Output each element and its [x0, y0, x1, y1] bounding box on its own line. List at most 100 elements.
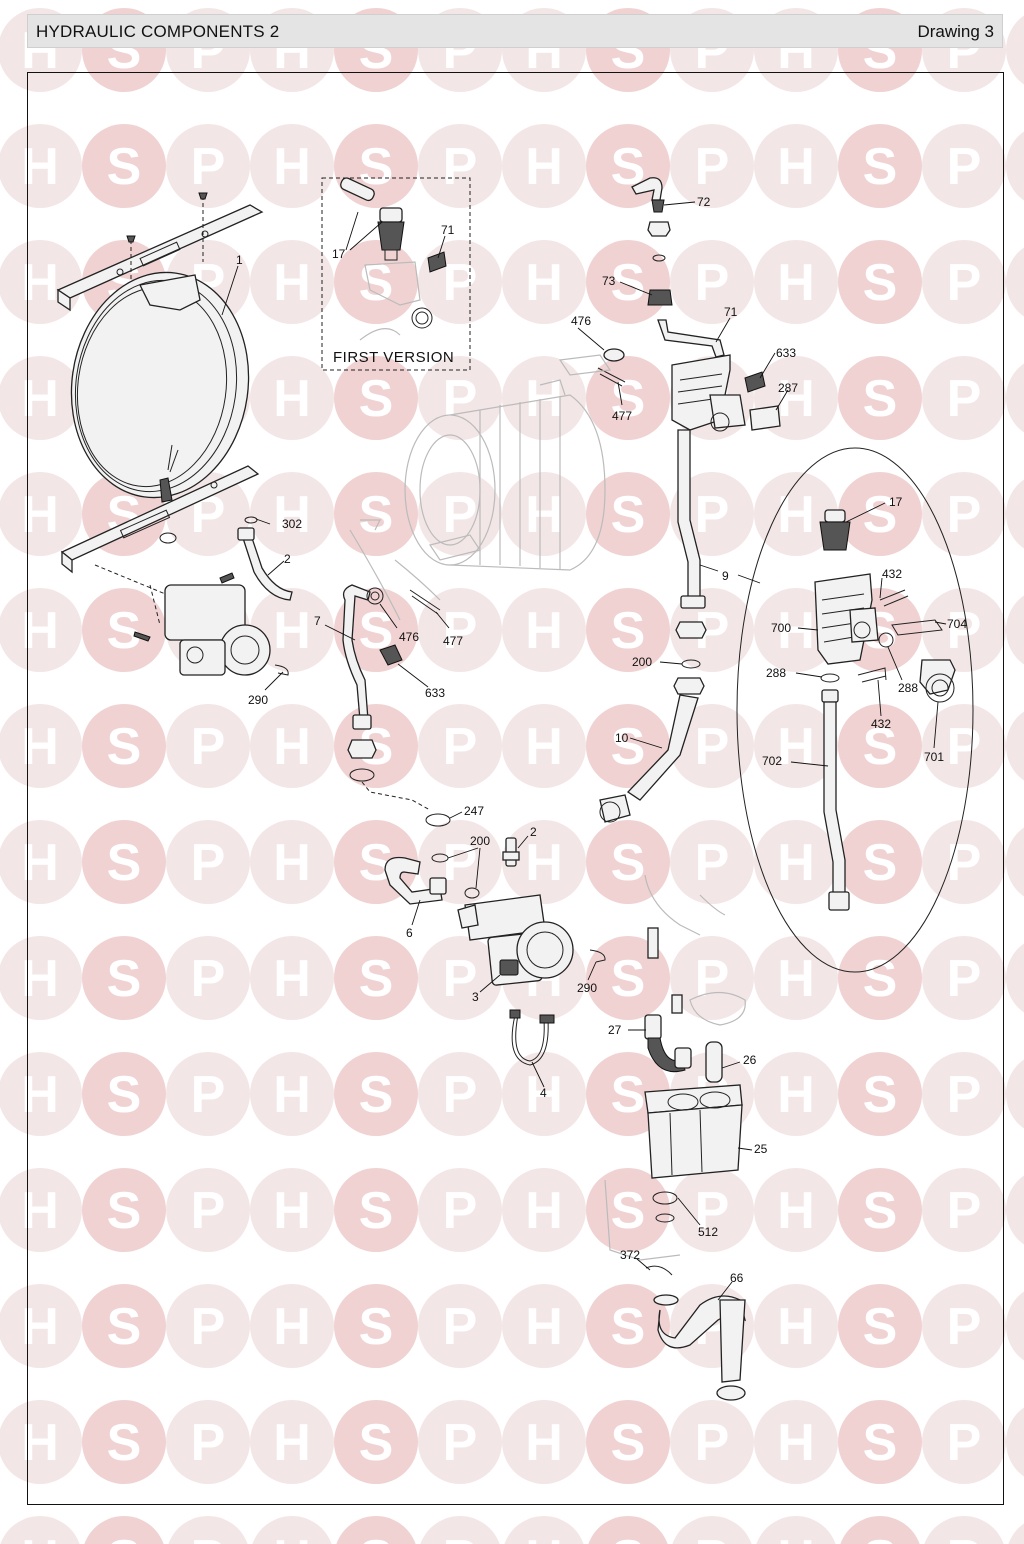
label-7: 7	[314, 614, 321, 628]
watermark-letter: H	[777, 1298, 815, 1356]
first-version-box	[321, 177, 471, 371]
watermark-letter: P	[695, 718, 730, 776]
watermark-letter: S	[107, 1298, 142, 1356]
watermark-circle	[754, 1284, 838, 1368]
watermark-circle	[82, 1400, 166, 1484]
label-17-detail: 17	[889, 495, 903, 509]
watermark-letter: P	[947, 1182, 982, 1240]
inset-clip-71	[427, 251, 447, 273]
connector-701	[919, 659, 956, 703]
watermark-circle	[754, 472, 838, 556]
watermark-circle	[166, 1284, 250, 1368]
watermark-circle	[418, 936, 502, 1020]
watermark-letter: S	[359, 486, 394, 544]
label-476-top: 476	[571, 314, 591, 328]
watermark-circle	[586, 356, 670, 440]
watermark-letter: S	[107, 138, 142, 196]
leader-lines	[221, 201, 947, 1301]
watermark-circle	[1006, 595, 1024, 665]
watermark-letter: S	[863, 1182, 898, 1240]
label-3: 3	[472, 990, 479, 1004]
watermark-circle	[838, 1284, 922, 1368]
dashed-guide-2	[149, 584, 161, 626]
watermark-letter: S	[359, 1066, 394, 1124]
inset-air-vent	[340, 177, 405, 261]
watermark-circle	[922, 704, 1006, 788]
watermark-letter: H	[273, 602, 311, 660]
watermark-letter: S	[611, 486, 646, 544]
watermark-circle	[166, 1168, 250, 1252]
label-10: 10	[615, 731, 629, 745]
washer-512-top	[652, 1191, 678, 1205]
pump-old-version	[164, 584, 271, 676]
page-title: HYDRAULIC COMPONENTS 2	[36, 22, 280, 41]
watermark-letter: S	[863, 370, 898, 428]
detail-ellipse	[736, 447, 974, 973]
watermark-circle	[922, 356, 1006, 440]
watermark-circle	[922, 240, 1006, 324]
watermark-letter: H	[273, 254, 311, 312]
watermark-circle	[82, 124, 166, 208]
heat-exchanger-ghost	[349, 379, 606, 621]
watermark-letter: H	[777, 718, 815, 776]
label-633-top: 633	[776, 346, 796, 360]
label-1: 1	[236, 253, 243, 267]
watermark-circle	[1006, 943, 1024, 1013]
watermark-letter: H	[777, 602, 815, 660]
watermark-circle	[418, 1168, 502, 1252]
watermark-circle	[922, 1052, 1006, 1136]
watermark-letter: S	[863, 1298, 898, 1356]
air-separator	[671, 354, 746, 432]
watermark-circle	[922, 1400, 1006, 1484]
watermark-circle	[502, 820, 586, 904]
watermark-circle	[1006, 1059, 1024, 1129]
watermark-circle	[250, 1284, 334, 1368]
watermark-circle	[502, 588, 586, 672]
nut-lower	[347, 739, 377, 759]
bracket-top	[56, 204, 264, 312]
washer-bracket	[159, 532, 177, 544]
clip-432-bottom	[857, 667, 887, 683]
label-512: 512	[698, 1225, 718, 1239]
watermark-letter: H	[777, 834, 815, 892]
hose-66	[653, 1294, 746, 1401]
watermark-circle	[166, 472, 250, 556]
watermark-circle	[0, 472, 82, 556]
watermark-letter: P	[695, 1182, 730, 1240]
watermark-circle	[250, 588, 334, 672]
watermark-letter: P	[443, 254, 478, 312]
o-ring-476-inner	[370, 591, 380, 601]
watermark-letter: S	[611, 1298, 646, 1356]
watermark-circle	[838, 1168, 922, 1252]
watermark-letter: S	[611, 370, 646, 428]
label-288-right: 288	[898, 681, 918, 695]
watermark-letter: S	[611, 950, 646, 1008]
watermark-circle	[922, 820, 1006, 904]
watermark-circle	[420, 1516, 500, 1544]
watermark-letter: P	[947, 370, 982, 428]
watermark-circle	[838, 1400, 922, 1484]
watermark-letter: H	[21, 1530, 59, 1544]
label-6: 6	[406, 926, 413, 940]
watermark-circle	[0, 356, 82, 440]
watermark-letter: H	[777, 950, 815, 1008]
watermark-letter: P	[443, 834, 478, 892]
watermark-letter: P	[947, 1298, 982, 1356]
watermark-circle	[838, 936, 922, 1020]
watermark-circle	[502, 124, 586, 208]
watermark-letter: S	[611, 602, 646, 660]
watermark-circle	[586, 1168, 670, 1252]
washer-302	[244, 516, 258, 524]
label-432-bottom: 432	[871, 717, 891, 731]
watermark-circle	[250, 936, 334, 1020]
watermark-letter: H	[273, 950, 311, 1008]
plate-704	[891, 619, 943, 636]
watermark-circle	[754, 820, 838, 904]
label-26: 26	[743, 1053, 757, 1067]
watermark-letter: H	[777, 1066, 815, 1124]
bracket-bottom	[60, 465, 260, 574]
watermark-letter: P	[443, 1298, 478, 1356]
label-477-mid: 477	[443, 634, 463, 648]
watermark-circle	[166, 124, 250, 208]
